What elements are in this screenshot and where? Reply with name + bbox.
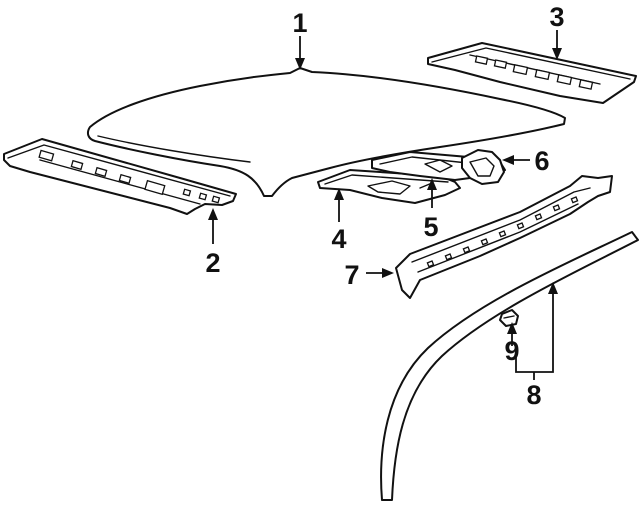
callout-4: 4 <box>331 224 346 254</box>
part-3-rear-header <box>427 42 637 104</box>
callout-6: 6 <box>534 146 549 176</box>
callout-5: 5 <box>423 212 438 242</box>
leader-lines <box>208 30 562 380</box>
part-6-bracket <box>461 149 505 185</box>
callout-7: 7 <box>344 260 359 290</box>
part-9-clip <box>499 309 519 327</box>
callout-1: 1 <box>292 8 307 38</box>
part-7-side-rail <box>395 175 613 299</box>
callout-8: 8 <box>526 380 541 410</box>
part-1-headliner <box>86 67 566 197</box>
callout-2: 2 <box>205 248 220 278</box>
callout-labels: 1 2 3 4 5 6 7 8 9 <box>205 2 564 410</box>
part-8-weatherstrip <box>380 231 639 501</box>
part-2-front-header <box>3 138 237 215</box>
callout-3: 3 <box>549 2 564 32</box>
callout-9: 9 <box>504 336 519 366</box>
